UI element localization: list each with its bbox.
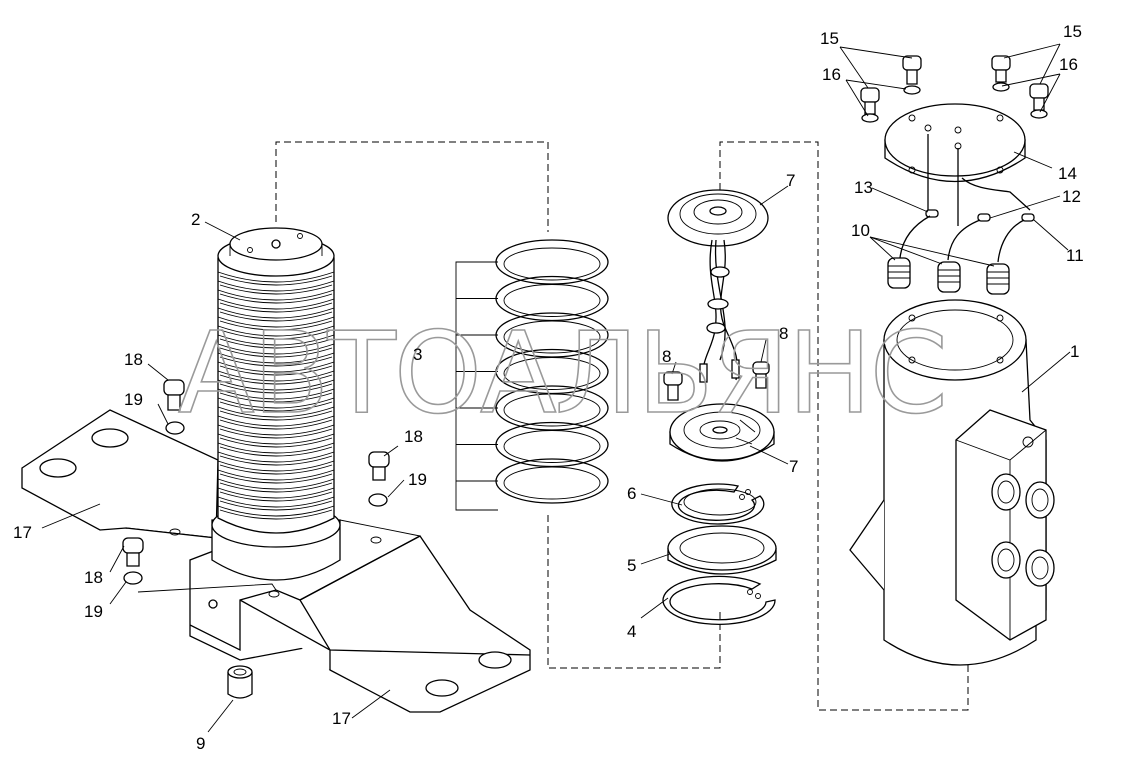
mounting-bracket [21, 409, 531, 713]
callout-9: 9 [196, 734, 205, 753]
callout-19-bottom: 19 [84, 602, 103, 621]
callout-4: 4 [627, 622, 636, 641]
watermark-text: АВТОАЛЬЯНС [178, 309, 946, 439]
callout-11: 11 [1066, 246, 1084, 265]
callout-18-bottom: 18 [84, 568, 103, 587]
callout-7-top: 7 [786, 171, 795, 190]
callout-3: 3 [413, 345, 422, 364]
callout-7-bottom: 7 [789, 457, 798, 476]
callout-19-left: 19 [124, 390, 143, 409]
callout-14: 14 [1058, 164, 1077, 183]
callout-5: 5 [627, 556, 636, 575]
coil-spring [455, 239, 609, 511]
callout-18-left: 18 [124, 350, 143, 369]
callout-10: 10 [851, 221, 870, 240]
callout-17-left: 17 [13, 523, 32, 542]
callout-16-right: 16 [1059, 55, 1078, 74]
callout-17-bottom: 17 [332, 709, 351, 728]
bellows-column [211, 227, 341, 581]
leader-lines [41, 43, 1071, 733]
left-fasteners [122, 379, 390, 699]
callout-8-right: 8 [779, 324, 788, 343]
callout-16-left: 16 [822, 65, 841, 84]
callout-1: 1 [1070, 342, 1079, 361]
right-components [849, 55, 1055, 666]
callout-6: 6 [627, 484, 636, 503]
callout-18-center: 18 [404, 427, 423, 446]
callout-13: 13 [854, 178, 873, 197]
connectors [887, 257, 1010, 295]
callout-15-left: 15 [820, 29, 839, 48]
callout-labels: 1 2 3 4 5 6 7 7 8 8 9 10 11 12 13 14 15 … [13, 22, 1084, 753]
callout-12: 12 [1062, 187, 1081, 206]
callout-19-center: 19 [408, 470, 427, 489]
center-components [662, 189, 777, 625]
callout-15-right: 15 [1063, 22, 1082, 41]
callout-2: 2 [191, 210, 200, 229]
callout-8-left: 8 [662, 347, 671, 366]
